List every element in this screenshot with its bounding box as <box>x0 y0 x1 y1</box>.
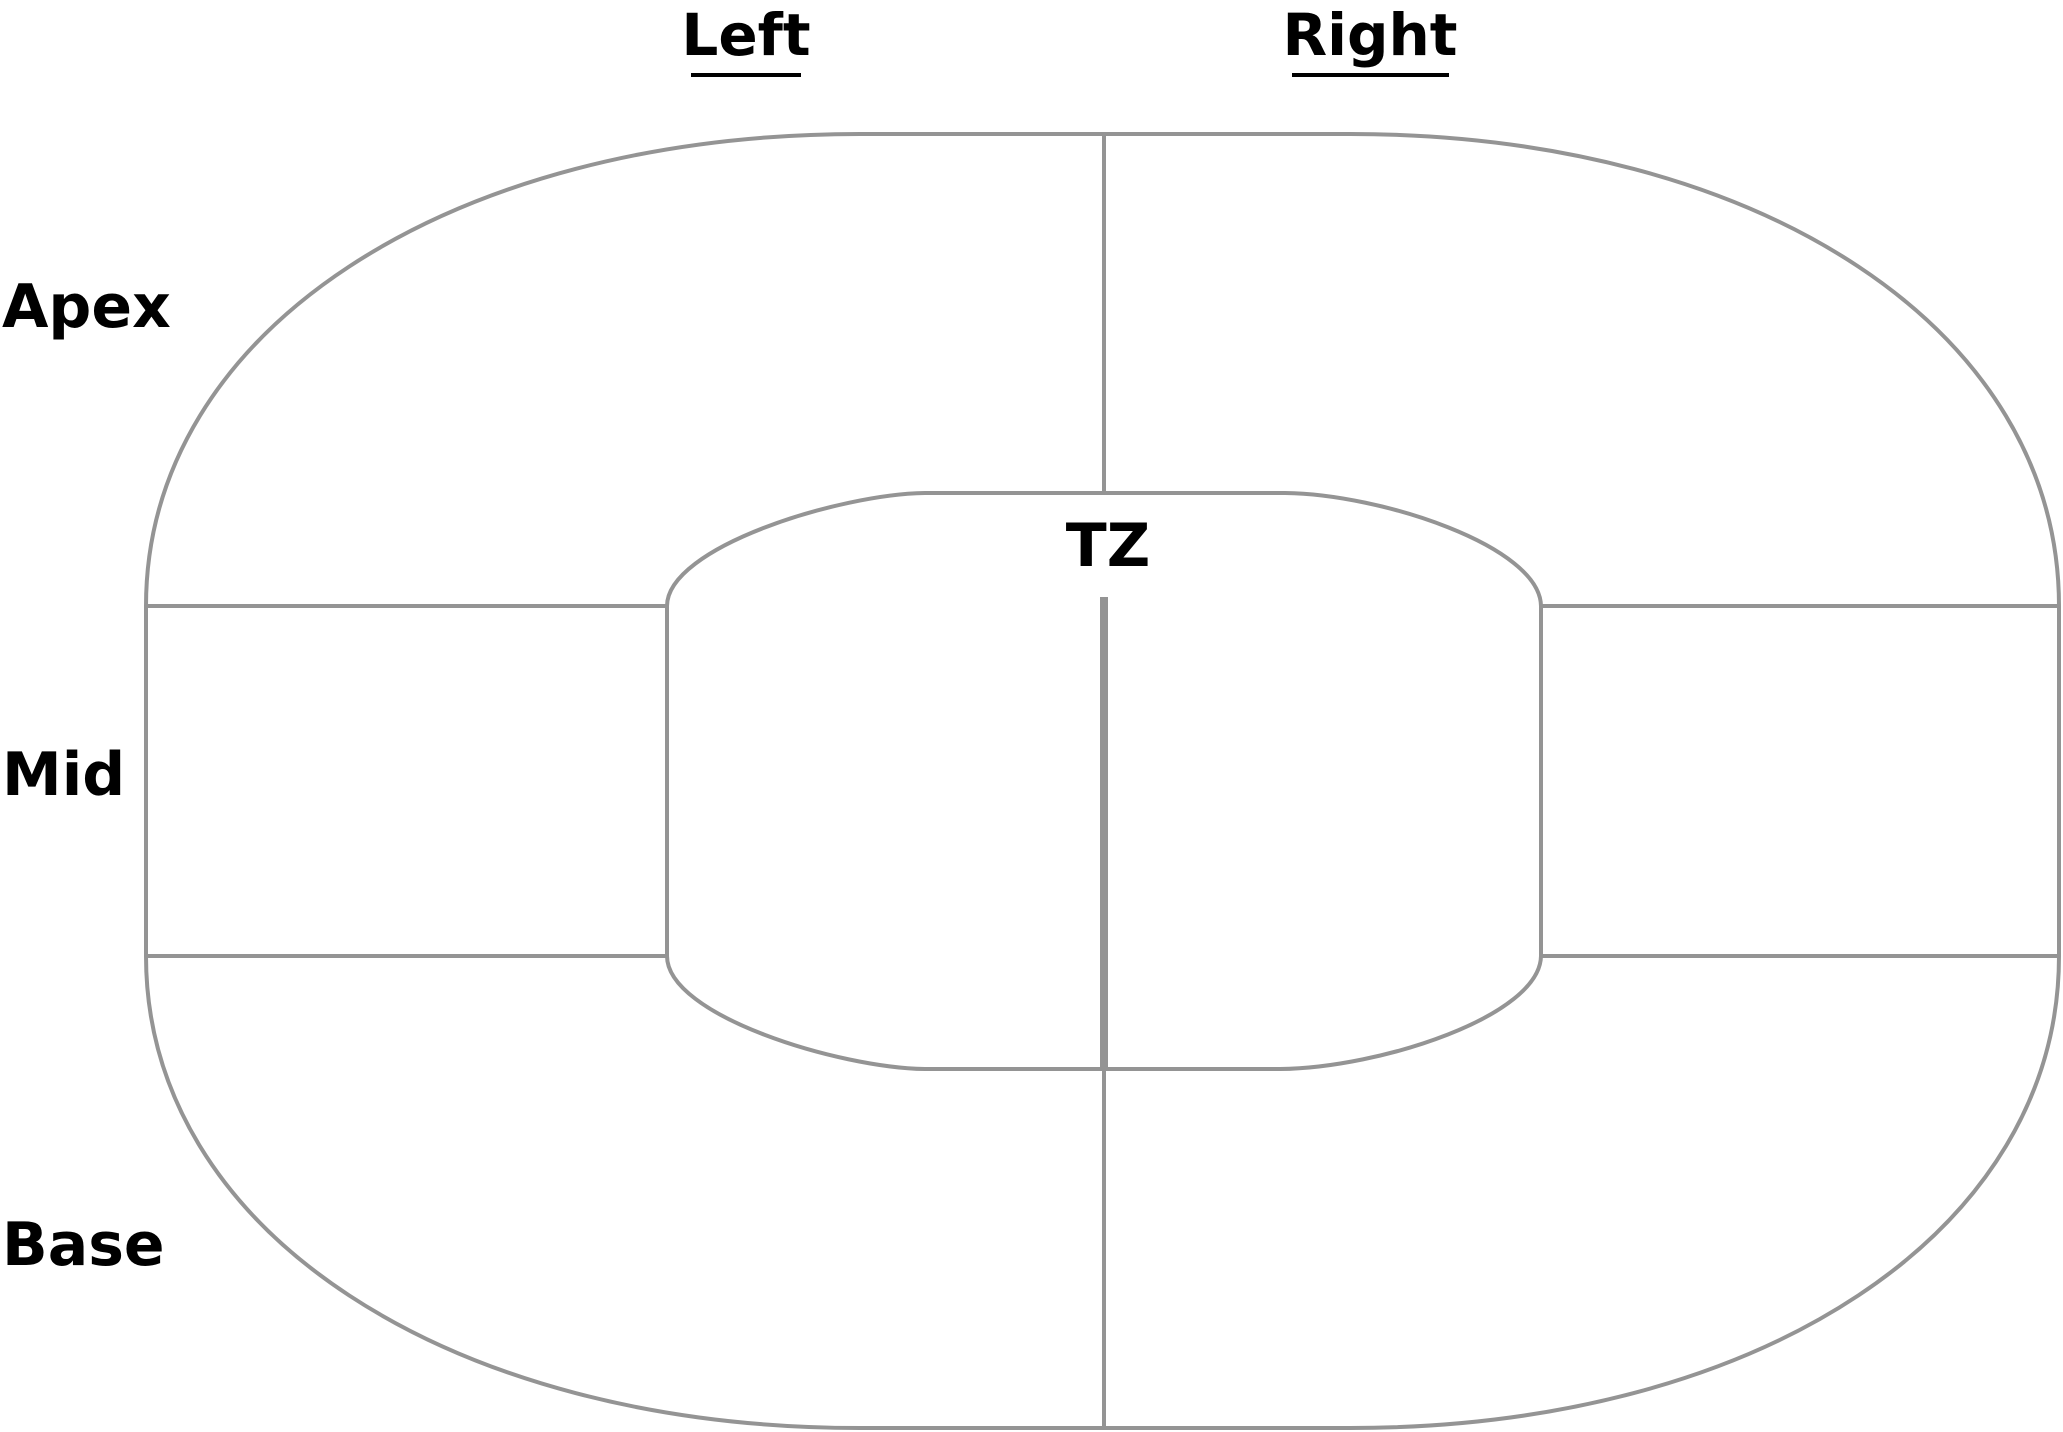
column-header-left: Left <box>681 1 810 69</box>
transition-zone-boundary <box>665 491 1543 1071</box>
transition-zone-label: TZ <box>1066 511 1150 581</box>
row-label-apex: Apex <box>2 272 171 342</box>
row-label-base: Base <box>2 1210 165 1280</box>
column-header-right: Right <box>1282 1 1457 69</box>
row-label-mid: Mid <box>2 740 125 810</box>
